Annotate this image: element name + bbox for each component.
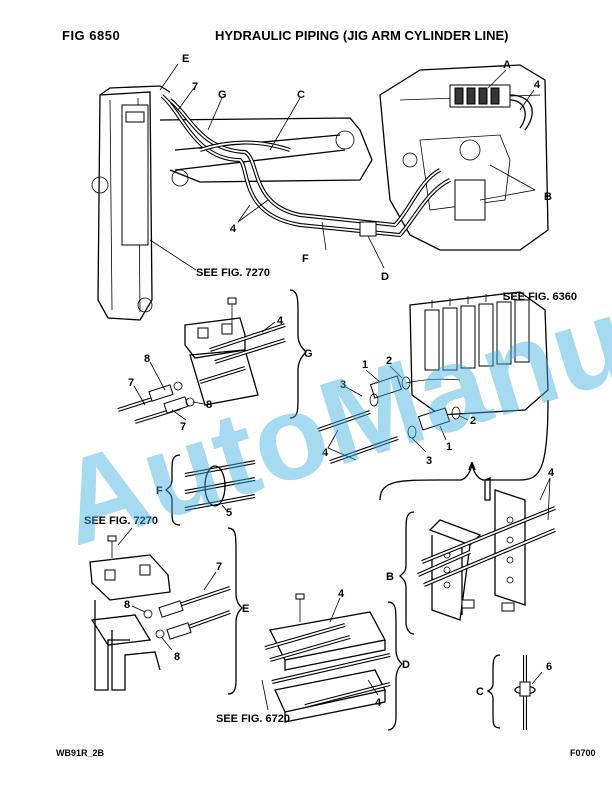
callout-4-d-top: 4 xyxy=(338,588,345,600)
callout-7-g-left: 7 xyxy=(128,377,134,389)
detail-c xyxy=(486,654,543,730)
callout-d-detail: D xyxy=(402,659,410,671)
callout-6-c: 6 xyxy=(546,661,552,673)
detail-b xyxy=(399,477,556,635)
callout-b-top: B xyxy=(544,191,552,203)
ref-fig-6360: SEE FIG. 6360 xyxy=(503,291,577,303)
detail-f xyxy=(165,454,256,526)
callout-a-detail: A xyxy=(468,461,476,473)
callout-8-g: 8 xyxy=(144,353,150,365)
callout-3-a-bottom: 3 xyxy=(426,455,432,467)
callout-f-top: F xyxy=(302,253,309,265)
callout-d-top: D xyxy=(381,271,389,283)
callout-4-d-bottom: 4 xyxy=(375,697,382,709)
callout-7-g-bottom: 7 xyxy=(180,421,186,433)
callout-2-a-bottom: 2 xyxy=(470,415,476,427)
detail-g xyxy=(117,289,307,424)
callout-e-detail: E xyxy=(242,603,249,615)
callout-b-detail: B xyxy=(386,571,394,583)
callout-4-b: 4 xyxy=(548,467,555,479)
callout-8-e-left: 8 xyxy=(124,599,130,611)
callout-a-top: A xyxy=(503,59,511,71)
machine-overview xyxy=(91,63,549,321)
callout-e-top: E xyxy=(182,53,189,65)
callout-1-a-top: 1 xyxy=(362,359,368,371)
callout-3-a-top: 3 xyxy=(340,379,346,391)
detail-a xyxy=(317,291,549,501)
detail-e xyxy=(89,527,243,695)
callout-4-top-left: 4 xyxy=(230,223,237,235)
callout-7-top: 7 xyxy=(192,81,198,93)
document-code: WB91R_2B xyxy=(56,748,105,758)
callout-2-a-top: 2 xyxy=(386,355,392,367)
callout-c-top: C xyxy=(297,89,305,101)
detail-d xyxy=(261,593,403,731)
callout-4-a: 4 xyxy=(322,447,329,459)
ref-fig-6720: SEE FIG. 6720 xyxy=(216,713,290,725)
callout-labels: E 7 G C A 4 B 4 F D SEE FIG. 7270 4 8 7 … xyxy=(84,53,577,725)
callout-c-detail: C xyxy=(476,686,484,698)
callout-1-a-bottom: 1 xyxy=(446,441,452,453)
callout-8-e-right: 8 xyxy=(174,651,180,663)
figure-title: HYDRAULIC PIPING (JIG ARM CYLINDER LINE) xyxy=(215,28,509,43)
callout-g-detail: G xyxy=(304,348,313,360)
ref-fig-7270-top: SEE FIG. 7270 xyxy=(196,267,270,279)
ref-fig-7270-bottom: SEE FIG. 7270 xyxy=(84,515,158,527)
figure-code: F0700 xyxy=(570,748,596,758)
callout-8-g-right: 8 xyxy=(206,399,212,411)
callout-5-f: 5 xyxy=(226,507,232,519)
callout-g-top: G xyxy=(218,89,227,101)
callout-f-detail: F xyxy=(156,485,163,497)
callout-4-g: 4 xyxy=(277,315,284,327)
callout-7-e: 7 xyxy=(216,561,222,573)
figure-number: FIG 6850 xyxy=(62,28,121,43)
callout-4-top-right: 4 xyxy=(534,79,541,91)
